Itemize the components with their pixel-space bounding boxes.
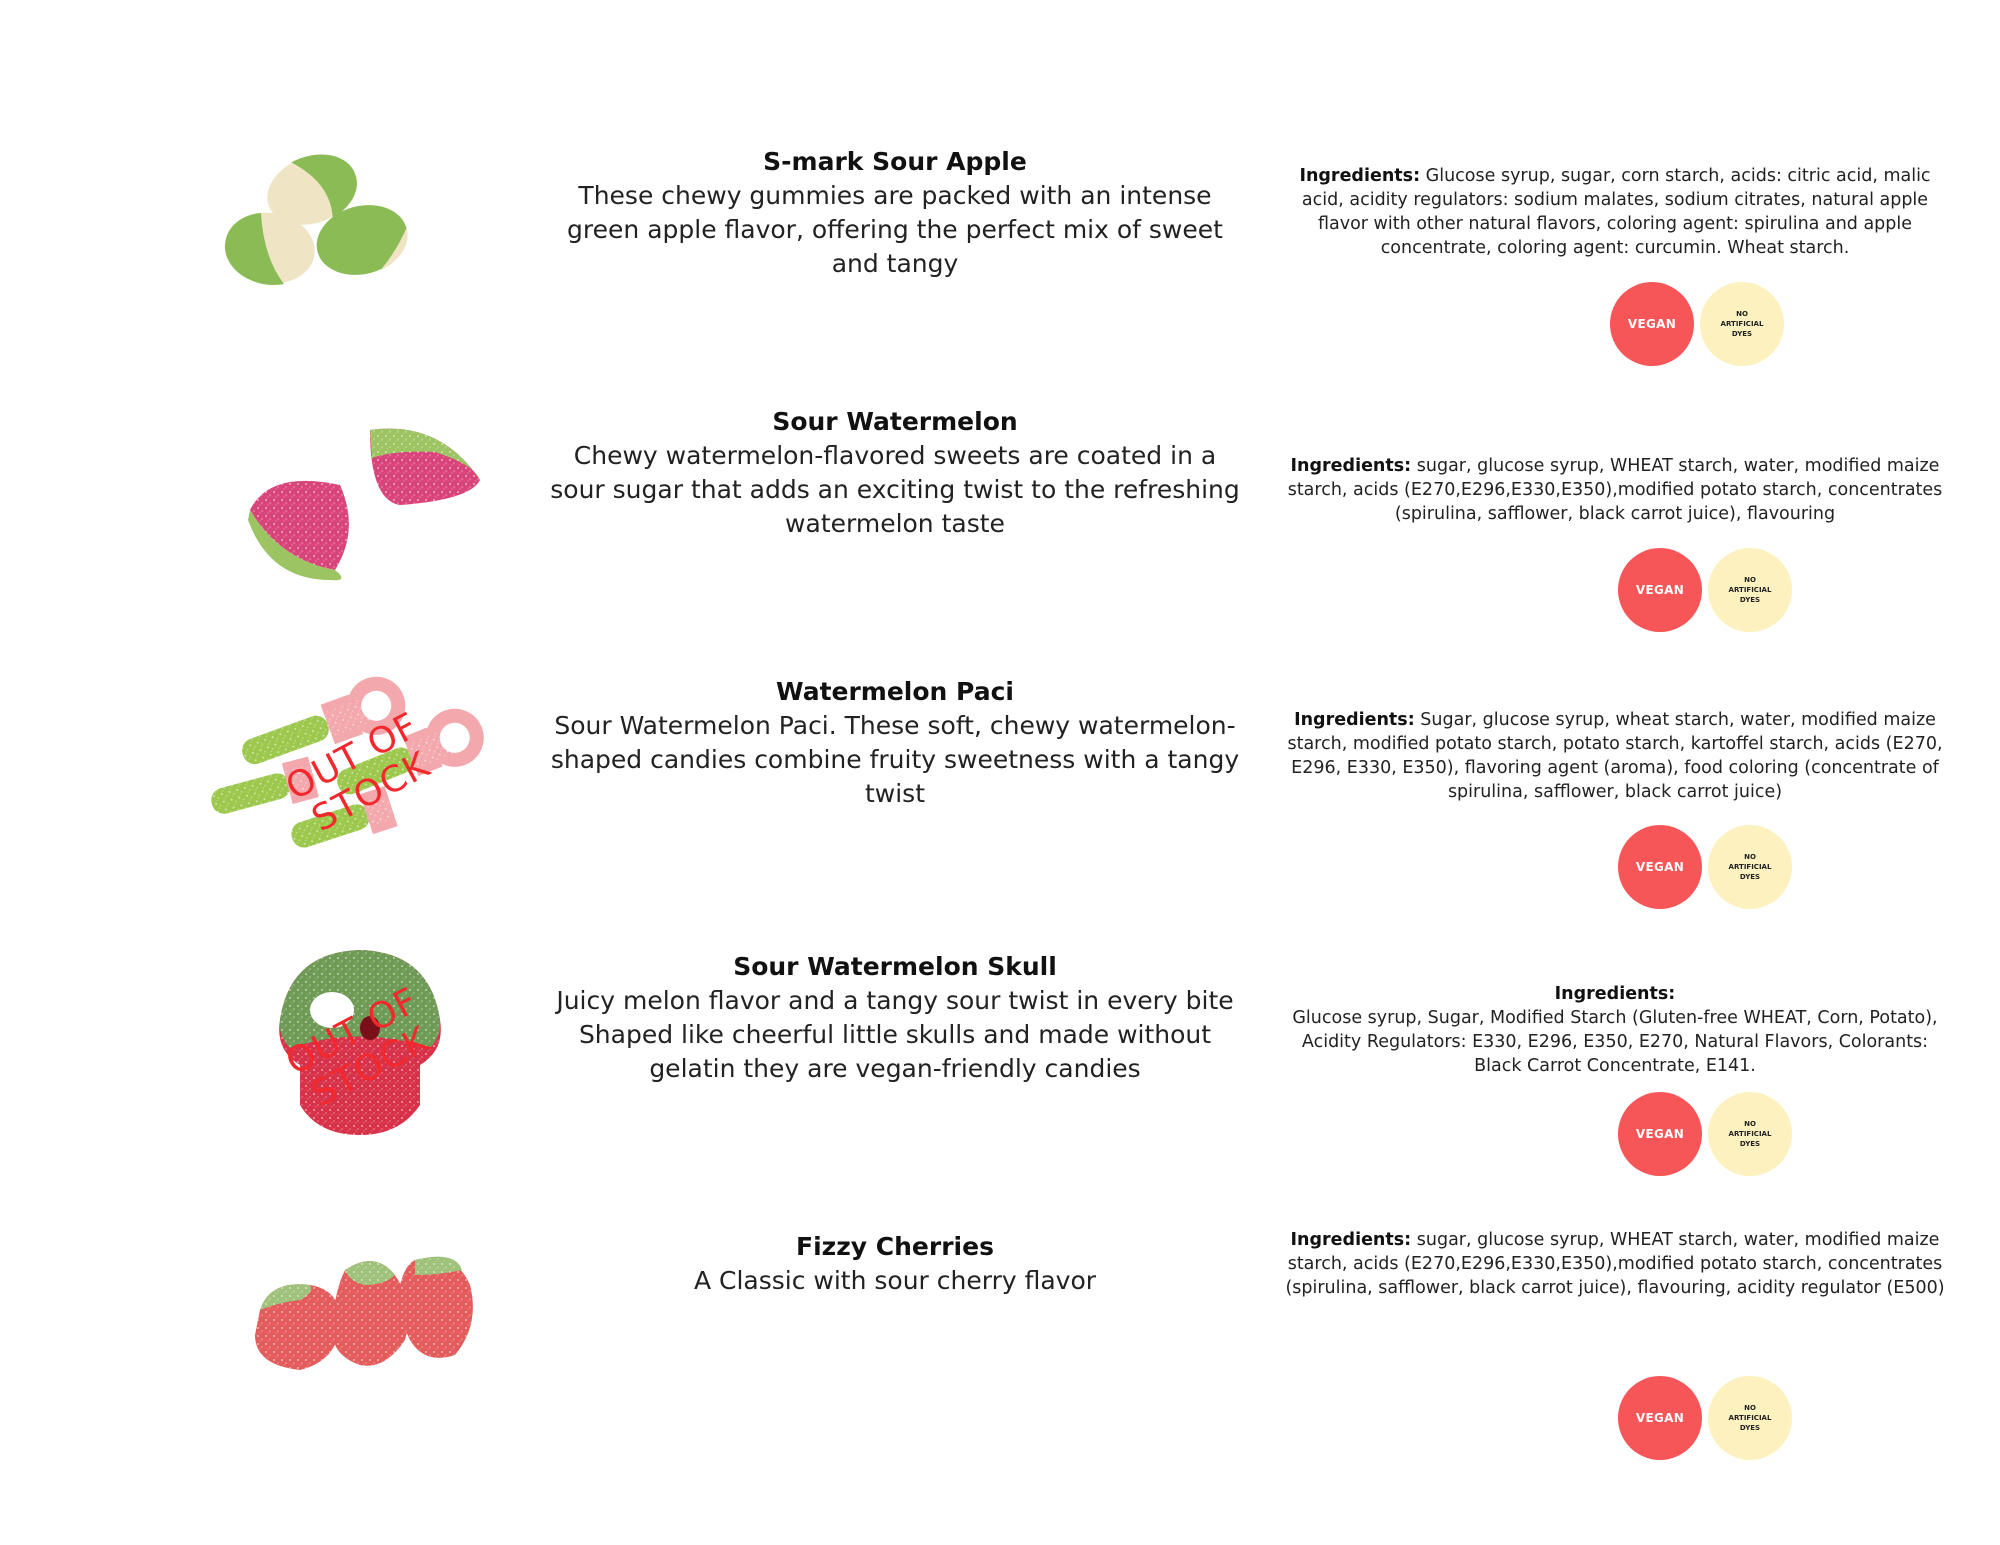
ingredients-text: sugar, glucose syrup, WHEAT starch, wate… [1285,1230,1945,1298]
watermelon-paci-badges: VEGAN NO ARTIFICIAL DYES [1618,825,1792,909]
ingredients-text: Sugar, glucose syrup, wheat starch, wate… [1287,710,1943,802]
no-artificial-dyes-badge: NO ARTIFICIAL DYES [1708,825,1792,909]
no-artificial-dyes-badge: NO ARTIFICIAL DYES [1708,1376,1792,1460]
sour-watermelon-image [200,410,520,610]
vegan-badge: VEGAN [1618,548,1702,632]
fizzy-cherries-description: Fizzy Cherries A Classic with sour cherr… [545,1230,1245,1298]
watermelon-paci-image [200,665,520,865]
vegan-badge: VEGAN [1610,282,1694,366]
sour-watermelon-skull-badges: VEGAN NO ARTIFICIAL DYES [1618,1092,1792,1176]
ingredients-label: Ingredients: [1290,1230,1412,1250]
product-title: S-mark Sour Apple [763,147,1027,176]
vegan-badge: VEGAN [1618,1376,1702,1460]
product-description: Sour Watermelon Paci. These soft, chewy … [550,711,1240,808]
sour-apple-description: S-mark Sour Apple These chewy gummies ar… [545,145,1245,281]
sour-watermelon-badges: VEGAN NO ARTIFICIAL DYES [1618,548,1792,632]
sour-apple-ingredients: Ingredients: Glucose syrup, sugar, corn … [1285,164,1945,260]
fizzy-cherries-image [200,1230,520,1430]
ingredients-label: Ingredients: [1294,710,1415,730]
ingredients-text: Glucose syrup, sugar, corn starch, acids… [1301,166,1931,258]
product-title: Watermelon Paci [776,677,1014,706]
product-title: Sour Watermelon [772,407,1018,436]
fizzy-cherries-badges: VEGAN NO ARTIFICIAL DYES [1618,1376,1792,1460]
ingredients-label: Ingredients: [1554,984,1676,1004]
sour-watermelon-skull-ingredients: Ingredients: Glucose syrup, Sugar, Modif… [1285,982,1945,1078]
watermelon-paci-description: Watermelon Paci Sour Watermelon Paci. Th… [545,675,1245,811]
no-artificial-dyes-badge: NO ARTIFICIAL DYES [1700,282,1784,366]
vegan-badge: VEGAN [1618,825,1702,909]
sour-watermelon-skull-description: Sour Watermelon Skull Juicy melon flavor… [545,950,1245,1086]
product-title: Fizzy Cherries [796,1232,994,1261]
sour-apple-image [200,140,520,340]
product-description: Chewy watermelon-flavored sweets are coa… [550,441,1240,538]
ingredients-text: Glucose syrup, Sugar, Modified Starch (G… [1292,1008,1938,1076]
product-description: Juicy melon flavor and a tangy sour twis… [556,986,1234,1083]
sour-watermelon-skull-image [200,940,520,1140]
product-description: These chewy gummies are packed with an i… [567,181,1223,278]
watermelon-paci-ingredients: Ingredients: Sugar, glucose syrup, wheat… [1285,708,1945,804]
ingredients-text: sugar, glucose syrup, WHEAT starch, wate… [1287,456,1943,524]
no-artificial-dyes-badge: NO ARTIFICIAL DYES [1708,548,1792,632]
product-title: Sour Watermelon Skull [733,952,1057,981]
product-description: A Classic with sour cherry flavor [693,1266,1097,1295]
vegan-badge: VEGAN [1618,1092,1702,1176]
no-artificial-dyes-badge: NO ARTIFICIAL DYES [1708,1092,1792,1176]
sour-watermelon-ingredients: Ingredients: sugar, glucose syrup, WHEAT… [1285,454,1945,526]
ingredients-label: Ingredients: [1290,456,1412,476]
sour-watermelon-description: Sour Watermelon Chewy watermelon-flavore… [545,405,1245,541]
ingredients-label: Ingredients: [1299,166,1421,186]
sour-apple-badges: VEGAN NO ARTIFICIAL DYES [1610,282,1784,366]
fizzy-cherries-ingredients: Ingredients: sugar, glucose syrup, WHEAT… [1285,1228,1945,1300]
